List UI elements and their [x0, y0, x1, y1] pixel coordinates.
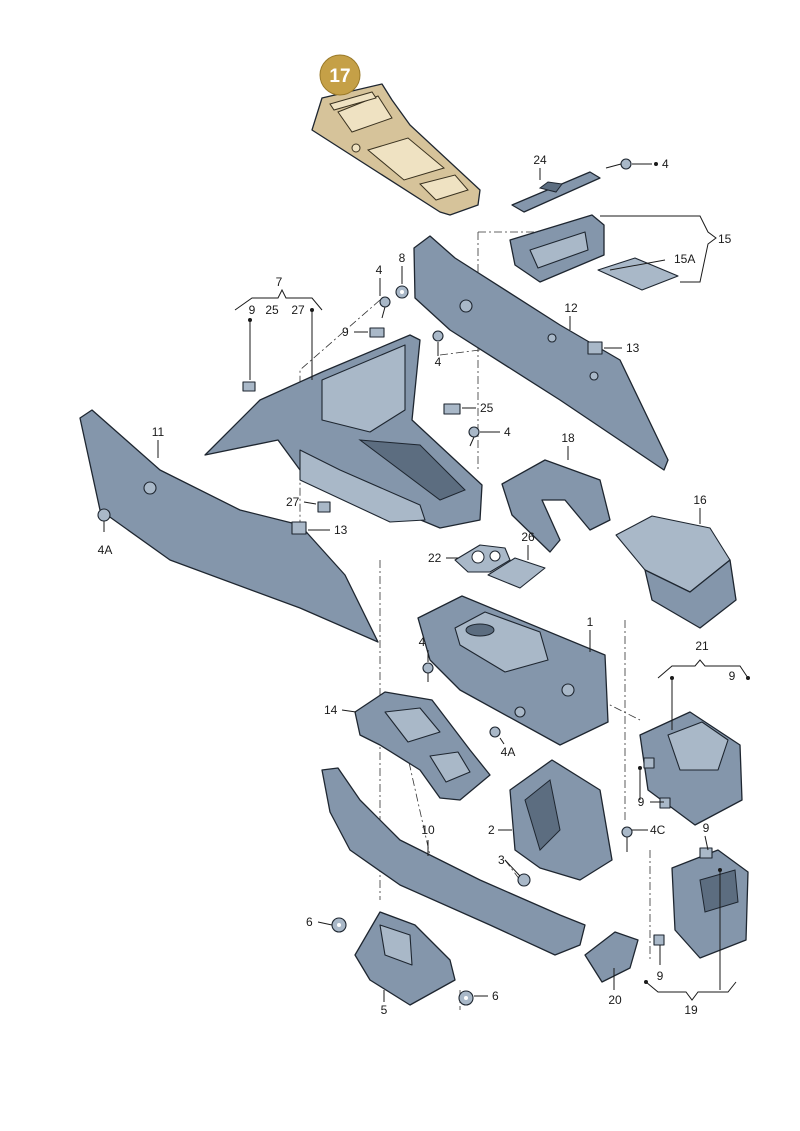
part-15[interactable]: [509, 214, 605, 283]
screw-icon: [621, 826, 633, 852]
label-9[interactable]: 9: [703, 821, 710, 835]
clip-icon: [643, 757, 655, 769]
label-16[interactable]: 16: [693, 493, 707, 507]
screw-icon: [468, 426, 480, 447]
label-4[interactable]: 4: [662, 157, 669, 171]
screw-icon: [422, 662, 434, 682]
part-21-rear-housing[interactable]: [639, 711, 743, 826]
label-15a[interactable]: 15A: [674, 252, 695, 266]
part-17-highlighted-trim[interactable]: [311, 83, 481, 216]
label-8[interactable]: 8: [399, 251, 406, 265]
label-13[interactable]: 13: [334, 523, 348, 537]
nut-icon: [395, 285, 409, 299]
label-4a[interactable]: 4A: [501, 745, 516, 759]
label-14[interactable]: 14: [324, 703, 338, 717]
label-9-group21[interactable]: 9: [729, 669, 736, 683]
part-20-socket[interactable]: [584, 931, 639, 983]
screw-icon: [489, 726, 501, 738]
label-26[interactable]: 26: [521, 530, 535, 544]
part-11-side-panel[interactable]: [79, 409, 379, 643]
label-4[interactable]: 4: [504, 425, 511, 439]
part-15a[interactable]: [597, 257, 679, 291]
screw-icon: [605, 158, 632, 170]
label-27[interactable]: 27: [286, 495, 300, 509]
clip-icon: [369, 327, 385, 338]
clip-icon: [443, 403, 461, 415]
screw-icon: [432, 330, 444, 342]
label-5[interactable]: 5: [381, 1003, 388, 1017]
label-25-group7[interactable]: 25: [265, 303, 279, 317]
label-21[interactable]: 21: [695, 639, 709, 653]
label-4[interactable]: 4: [376, 263, 383, 277]
part-2-bracket[interactable]: [509, 759, 613, 881]
label-1[interactable]: 1: [587, 615, 594, 629]
label-15[interactable]: 15: [718, 232, 732, 246]
part-labels: 24 4 15 15A 7 9 25 27 4 8 9 4 12 13 25 4…: [98, 153, 736, 1017]
label-11[interactable]: 11: [152, 425, 165, 439]
screw-icon: [97, 508, 111, 532]
label-4[interactable]: 4: [419, 635, 426, 649]
label-7[interactable]: 7: [276, 275, 283, 289]
clip-icon: [242, 381, 256, 392]
part-26-mat[interactable]: [487, 557, 546, 589]
part-1-rear-console[interactable]: [417, 595, 609, 746]
label-24[interactable]: 24: [533, 153, 547, 167]
label-6[interactable]: 6: [306, 915, 313, 929]
label-4[interactable]: 4: [435, 355, 442, 369]
label-4c[interactable]: 4C: [650, 823, 666, 837]
nut-icon: [517, 873, 531, 887]
clip-icon: [317, 501, 331, 513]
part-10-air-duct[interactable]: [321, 767, 586, 956]
label-18[interactable]: 18: [561, 431, 575, 445]
screw-icon: [379, 296, 391, 319]
label-9-group7[interactable]: 9: [249, 303, 256, 317]
clip-icon: [291, 521, 307, 535]
highlight-badge[interactable]: 17: [319, 54, 361, 96]
washer-icon: [331, 917, 347, 933]
label-2[interactable]: 2: [488, 823, 495, 837]
label-9[interactable]: 9: [638, 795, 645, 809]
label-9[interactable]: 9: [657, 969, 664, 983]
label-22[interactable]: 22: [428, 551, 442, 565]
highlight-badge-label: 17: [329, 66, 350, 87]
label-13[interactable]: 13: [626, 341, 640, 355]
clip-icon: [587, 341, 603, 355]
part-22-mat[interactable]: [454, 544, 511, 573]
label-25[interactable]: 25: [480, 401, 494, 415]
label-12[interactable]: 12: [564, 301, 578, 315]
label-4a[interactable]: 4A: [98, 543, 113, 557]
label-19[interactable]: 19: [684, 1003, 698, 1017]
part-7-center-frame[interactable]: [204, 334, 483, 529]
part-24[interactable]: [511, 171, 601, 213]
label-6[interactable]: 6: [492, 989, 499, 1003]
label-20[interactable]: 20: [608, 993, 622, 1007]
label-27-group7[interactable]: 27: [291, 303, 305, 317]
label-9[interactable]: 9: [342, 325, 349, 339]
part-12-side-panel[interactable]: [413, 235, 669, 471]
leader-lines: [157, 162, 750, 1002]
part-16-armrest[interactable]: [615, 515, 737, 629]
clip-icon: [659, 797, 671, 809]
part-5-bracket[interactable]: [354, 911, 456, 1006]
part-19-rear-vent[interactable]: [671, 849, 749, 959]
part-18[interactable]: [501, 459, 611, 553]
clip-icon: [653, 934, 665, 946]
label-10[interactable]: 10: [421, 823, 435, 837]
part-14-bracket[interactable]: [354, 691, 491, 801]
label-3[interactable]: 3: [498, 853, 505, 867]
washer-icon: [458, 990, 474, 1006]
clip-icon: [699, 847, 713, 859]
